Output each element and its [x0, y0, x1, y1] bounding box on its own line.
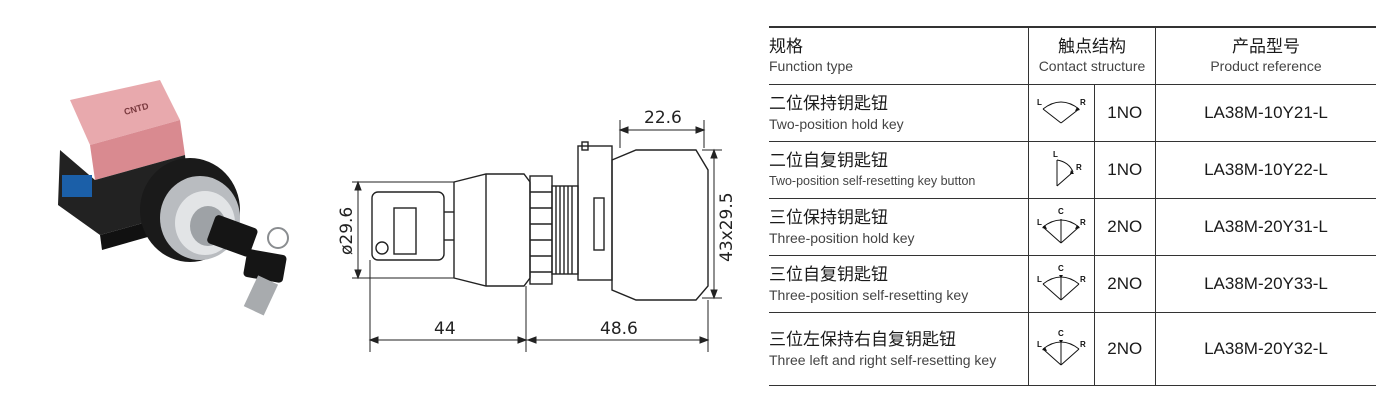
header-contact-en: Contact structure — [1038, 58, 1146, 74]
header-product-en: Product reference — [1210, 58, 1322, 74]
svg-text:R: R — [1080, 218, 1086, 227]
function-name-en: Three-position self-resetting key — [769, 286, 969, 303]
contact-icon-cell: L R — [1028, 141, 1095, 199]
three-position-hold-icon: L C R — [1037, 207, 1086, 244]
function-name-en: Two-position self-resetting key button — [769, 173, 976, 188]
function-cell: 三位左保持右自复钥匙钮 Three left and right self-re… — [769, 312, 1029, 386]
table-row: 二位自复钥匙钮 Two-position self-resetting key … — [769, 141, 1376, 199]
contacts-cell: 1NO — [1093, 84, 1157, 142]
function-cell: 三位保持钥匙钮 Three-position hold key — [769, 198, 1029, 256]
header-function-en: Function type — [769, 58, 854, 74]
reference-cell: LA38M-20Y31-L — [1155, 198, 1376, 256]
svg-text:C: C — [1058, 207, 1064, 216]
table-row: 三位保持钥匙钮 Three-position hold key L C R 2N… — [769, 198, 1376, 256]
function-name-zh: 三位左保持右自复钥匙钮 — [769, 329, 956, 350]
header-contact-zh: 触点结构 — [1058, 37, 1126, 57]
function-name-zh: 二位自复钥匙钮 — [769, 150, 888, 171]
three-position-left-hold-right-return-icon: L C R — [1037, 329, 1086, 366]
header-product: 产品型号 Product reference — [1155, 27, 1376, 85]
header-product-zh: 产品型号 — [1232, 37, 1300, 57]
three-position-return-icon: L C R — [1037, 264, 1086, 301]
svg-text:L: L — [1037, 275, 1042, 284]
table-header-row: 规格 Function type 触点结构 Contact structure … — [769, 27, 1376, 85]
dim-right-label: 43x29.5 — [717, 192, 737, 262]
product-photo: CNTD — [40, 60, 330, 350]
dim-top-label: 22.6 — [644, 108, 682, 128]
svg-text:L: L — [1053, 150, 1058, 159]
function-name-zh: 三位自复钥匙钮 — [769, 264, 888, 285]
function-cell: 二位自复钥匙钮 Two-position self-resetting key … — [769, 141, 1029, 199]
dim-diameter-label: ø29.6 — [337, 207, 357, 255]
svg-text:L: L — [1037, 98, 1042, 107]
svg-text:R: R — [1080, 275, 1086, 284]
table-row: 三位左保持右自复钥匙钮 Three left and right self-re… — [769, 312, 1376, 386]
svg-text:R: R — [1076, 163, 1082, 172]
dim-bottom-left-label: 44 — [434, 319, 456, 339]
two-position-hold-icon: L R — [1037, 98, 1086, 124]
reference-cell: LA38M-20Y33-L — [1155, 255, 1376, 313]
contacts-cell: 2NO — [1093, 198, 1157, 256]
function-name-zh: 三位保持钥匙钮 — [769, 207, 888, 228]
table-row: 三位自复钥匙钮 Three-position self-resetting ke… — [769, 255, 1376, 313]
function-cell: 二位保持钥匙钮 Two-position hold key — [769, 84, 1029, 142]
function-cell: 三位自复钥匙钮 Three-position self-resetting ke… — [769, 255, 1029, 313]
svg-text:R: R — [1080, 98, 1086, 107]
two-position-return-icon: L R — [1053, 150, 1082, 187]
spec-table: 规格 Function type 触点结构 Contact structure … — [769, 26, 1376, 386]
header-function-zh: 规格 — [769, 37, 803, 57]
contact-icon-cell: L C R — [1028, 255, 1095, 313]
contact-icon-cell: L C R — [1028, 198, 1095, 256]
contacts-cell: 1NO — [1093, 141, 1157, 199]
svg-text:L: L — [1037, 218, 1042, 227]
function-name-en: Two-position hold key — [769, 115, 904, 132]
svg-text:L: L — [1037, 340, 1042, 349]
contact-icon-cell: L C R — [1028, 312, 1095, 386]
contacts-cell: 2NO — [1093, 312, 1157, 386]
svg-text:C: C — [1058, 264, 1064, 273]
reference-cell: LA38M-20Y32-L — [1155, 312, 1376, 386]
function-name-zh: 二位保持钥匙钮 — [769, 93, 888, 114]
svg-text:C: C — [1058, 329, 1064, 338]
header-contact: 触点结构 Contact structure — [1028, 27, 1156, 85]
function-name-en: Three left and right self-resetting key — [769, 351, 997, 368]
table-row: 二位保持钥匙钮 Two-position hold key L R 1NO LA… — [769, 84, 1376, 142]
contacts-cell: 2NO — [1093, 255, 1157, 313]
dimension-drawing: 22.6 43x29.5 ø29.6 44 48.6 — [330, 90, 750, 360]
header-function: 规格 Function type — [769, 27, 1029, 85]
svg-text:R: R — [1080, 340, 1086, 349]
contact-icon-cell: L R — [1028, 84, 1095, 142]
function-name-en: Three-position hold key — [769, 229, 915, 246]
dim-bottom-right-label: 48.6 — [600, 319, 638, 339]
reference-cell: LA38M-10Y22-L — [1155, 141, 1376, 199]
reference-cell: LA38M-10Y21-L — [1155, 84, 1376, 142]
